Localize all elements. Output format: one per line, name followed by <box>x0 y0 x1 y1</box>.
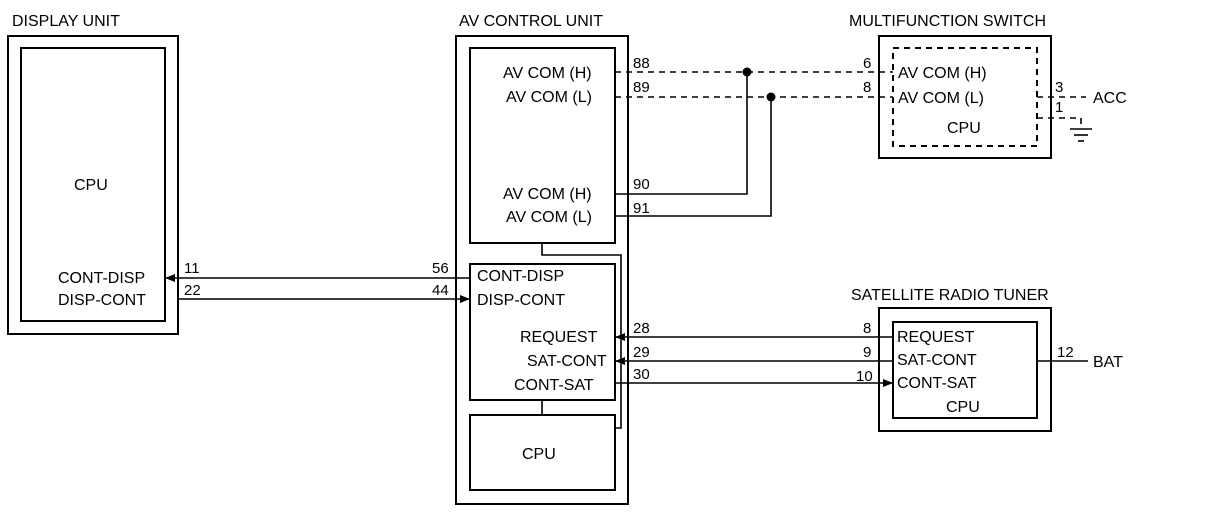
pin-av-56: 56 <box>432 260 449 277</box>
pin-av-30: 30 <box>633 366 650 383</box>
av-com-l-bottom-label: AV COM (L) <box>506 209 592 226</box>
pin-av-90: 90 <box>633 176 650 193</box>
pin-av-29: 29 <box>633 344 650 361</box>
av-internal-bus-right <box>541 243 622 429</box>
pin-sat-9: 9 <box>863 344 871 361</box>
pin-av-28: 28 <box>633 320 650 337</box>
av-com-h-return-wire <box>615 72 748 195</box>
ground-dashed-wire <box>1037 117 1082 128</box>
sat-sat-cont-label: SAT-CONT <box>897 352 977 369</box>
av-control-unit-outer-box <box>455 35 629 505</box>
av-satellite-wires: 28 29 30 8 9 10 <box>615 320 893 387</box>
av-request-label: REQUEST <box>520 329 598 346</box>
satellite-tuner-outer-box <box>878 307 1052 432</box>
av-com-l-junction-dot <box>766 92 776 102</box>
display-unit: DISPLAY UNIT CPU CONT-DISP DISP-CONT <box>7 13 179 335</box>
pin-mfs-1: 1 <box>1055 99 1063 116</box>
av-cont-disp-label: CONT-DISP <box>477 268 564 285</box>
pin-mfs-8: 8 <box>863 79 871 96</box>
satellite-radio-tuner-title: SATELLITE RADIO TUNER <box>851 287 1049 304</box>
sat-cpu-label: CPU <box>946 399 980 416</box>
ground-icon <box>1070 128 1092 142</box>
bat-wire-group: 12 BAT <box>1037 344 1123 371</box>
display-cpu-label: CPU <box>74 177 108 194</box>
av-control-unit: AV CONTROL UNIT AV COM (H) AV COM (L) AV… <box>455 13 629 505</box>
av-cpu-label: CPU <box>522 446 556 463</box>
display-av-wires: 11 22 56 44 <box>165 260 470 303</box>
multifunction-switch: MULTIFUNCTION SWITCH AV COM (H) AV COM (… <box>849 13 1052 159</box>
display-unit-outer-box <box>7 35 179 335</box>
pin-display-22: 22 <box>184 282 201 299</box>
av-com-wires: 88 89 90 91 6 8 <box>615 55 893 217</box>
satellite-tuner-inner-box <box>892 321 1038 419</box>
pin-av-44: 44 <box>432 282 449 299</box>
mfs-cpu-label: CPU <box>947 120 981 137</box>
av-com-h-junction-dot <box>742 67 752 77</box>
av-com-h-bottom-label: AV COM (H) <box>503 186 592 203</box>
bat-label: BAT <box>1093 354 1123 371</box>
mfs-av-com-h-label: AV COM (H) <box>898 65 987 82</box>
display-disp-cont-label: DISP-CONT <box>58 292 146 309</box>
av-com-l-return-wire <box>615 97 772 217</box>
display-unit-title: DISPLAY UNIT <box>12 13 120 30</box>
av-com-h-top-label: AV COM (H) <box>503 65 592 82</box>
display-unit-inner-box <box>20 47 166 322</box>
av-sat-cont-label: SAT-CONT <box>527 353 607 370</box>
sat-cont-sat-label: CONT-SAT <box>897 375 977 392</box>
pin-sat-10: 10 <box>856 368 873 385</box>
av-cont-sat-label: CONT-SAT <box>514 377 594 394</box>
pin-mfs-3: 3 <box>1055 79 1063 96</box>
satellite-radio-tuner: SATELLITE RADIO TUNER REQUEST SAT-CONT C… <box>851 287 1052 432</box>
pin-sat-12: 12 <box>1057 344 1074 361</box>
acc-label: ACC <box>1093 90 1127 107</box>
mfs-av-com-l-label: AV COM (L) <box>898 90 984 107</box>
av-com-l-top-label: AV COM (L) <box>506 89 592 106</box>
sat-request-label: REQUEST <box>897 329 975 346</box>
pin-sat-8: 8 <box>863 320 871 337</box>
pin-mfs-6: 6 <box>863 55 871 72</box>
pin-av-89: 89 <box>633 79 650 96</box>
av-disp-cont-label: DISP-CONT <box>477 292 565 309</box>
pin-display-11: 11 <box>184 260 200 277</box>
pin-av-91: 91 <box>633 200 650 217</box>
multifunction-switch-title: MULTIFUNCTION SWITCH <box>849 13 1046 30</box>
pin-av-88: 88 <box>633 55 650 72</box>
av-control-unit-title: AV CONTROL UNIT <box>459 13 603 30</box>
display-cont-disp-label: CONT-DISP <box>58 270 145 287</box>
acc-ground-wires: ACC 3 1 <box>1037 79 1127 142</box>
